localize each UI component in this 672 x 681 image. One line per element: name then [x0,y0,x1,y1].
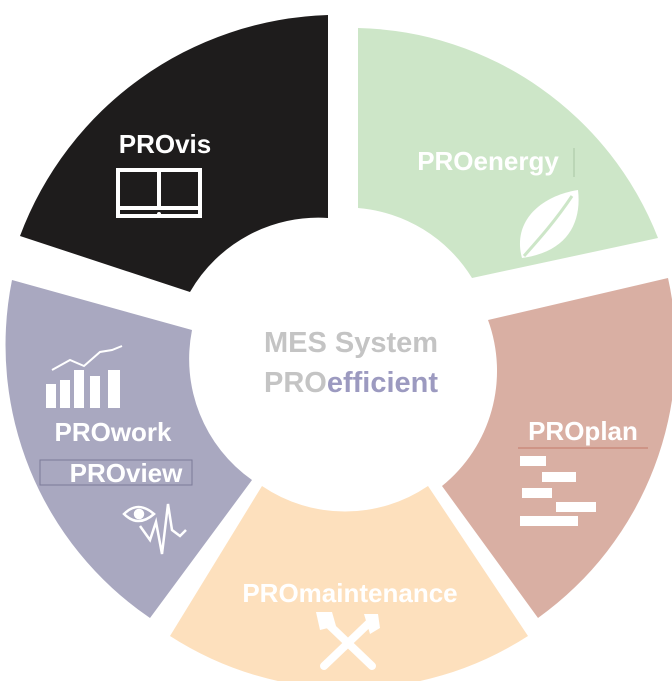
proplan-label: PROplan [528,416,638,446]
eye-waveform-icon [122,503,187,555]
bar-chart-icon [46,345,123,408]
segment-proenergy[interactable] [358,28,658,278]
proview-box [39,459,193,486]
tools-icon [316,612,380,670]
prowork-label: PROwork [54,417,172,447]
monitor-icon [116,168,202,218]
center-title: MES System [264,327,438,359]
proenergy-label: PROenergy [417,146,559,176]
provis-label: PROvis [119,129,212,159]
segment-provis[interactable] [20,15,328,292]
gantt-icon [520,456,596,526]
promaintenance-label: PROmaintenance [242,578,457,608]
segment-promaintenance[interactable] [170,486,528,681]
center-subtitle-prefix: PRO [264,367,327,399]
proview-label: PROview [70,458,183,488]
segment-prowork-proview[interactable] [5,280,253,618]
center-subtitle: PROefficient [264,367,438,399]
leaf-icon [519,190,579,258]
center-subtitle-suffix: efficient [327,367,439,399]
